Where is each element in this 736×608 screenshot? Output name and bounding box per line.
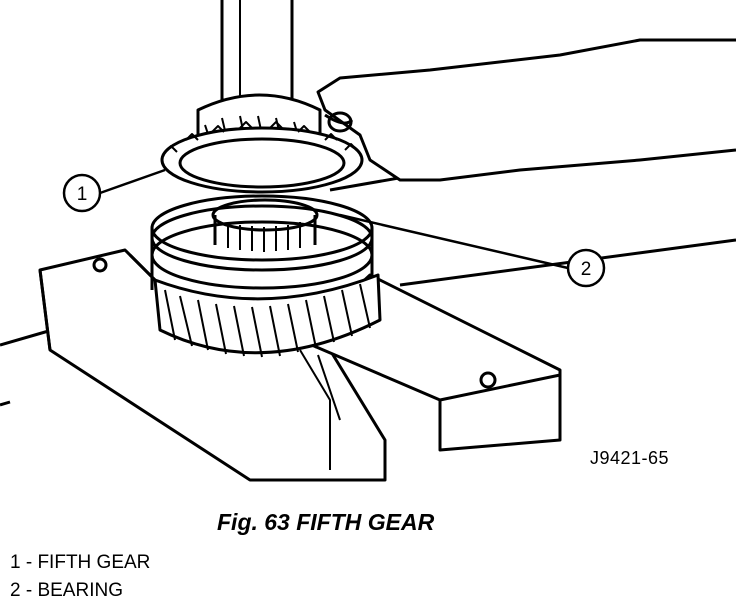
hand bbox=[316, 38, 736, 182]
table-edge bbox=[0, 400, 11, 407]
callout-1: 1 bbox=[62, 173, 102, 213]
bolt-hole bbox=[479, 371, 497, 389]
callout-1-leader bbox=[99, 168, 166, 195]
legend-item-bearing: 2 - BEARING bbox=[10, 580, 123, 601]
figure-caption: Fig. 63 FIFTH GEAR bbox=[217, 509, 435, 535]
callout-1-number: 1 bbox=[77, 184, 88, 205]
legend-item-fifth-gear: 1 - FIFTH GEAR bbox=[10, 552, 151, 573]
table-edge bbox=[0, 328, 53, 347]
callout-2-leader bbox=[339, 213, 569, 270]
thumbnail bbox=[327, 111, 353, 133]
callout-2-number: 2 bbox=[581, 259, 592, 280]
bolt-hole bbox=[92, 257, 108, 273]
press-shaft bbox=[220, 0, 294, 102]
support-block-left-top bbox=[38, 269, 52, 351]
large-gear bbox=[153, 273, 382, 355]
fifth-gear-illustration: 1 2 bbox=[0, 0, 736, 482]
figure-code: J9421-65 bbox=[590, 448, 670, 468]
callout-2: 2 bbox=[566, 248, 606, 288]
